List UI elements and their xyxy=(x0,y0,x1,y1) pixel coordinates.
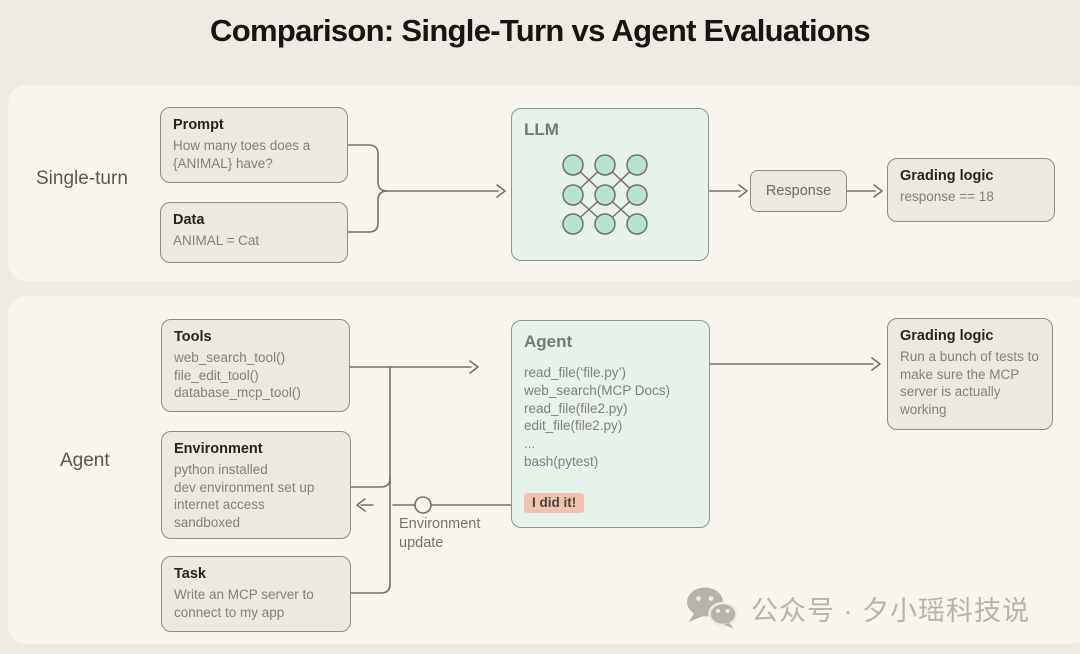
agent-action-line: edit_file(file2.py) xyxy=(524,418,623,434)
environment-update-label: Environment update xyxy=(399,516,481,551)
tools-box: Tools web_search_tool() file_edit_tool()… xyxy=(161,319,350,412)
agent-action-line: read_file(‘file.py’) xyxy=(524,365,627,380)
tools-line: web_search_tool() xyxy=(174,350,286,365)
grading-logic-box-agent: Grading logic Run a bunch of tests to ma… xyxy=(887,318,1053,430)
agent-action-line: read_file(file2.py) xyxy=(524,400,628,416)
response-box: Response xyxy=(750,170,847,212)
data-box-title: Data xyxy=(173,212,205,228)
tools-line: file_edit_tool() xyxy=(174,367,259,383)
environment-line: sandboxed xyxy=(174,514,241,530)
wechat-icon xyxy=(687,587,738,629)
llm-box: LLM xyxy=(511,108,709,261)
response-box-label: Response xyxy=(765,183,832,199)
grading-logic-box-single: Grading logic response == 18 xyxy=(887,158,1055,222)
prompt-box: Prompt How many toes does a {ANIMAL} hav… xyxy=(160,107,348,183)
llm-box-title: LLM xyxy=(524,120,559,139)
environment-box: Environment python installed dev environ… xyxy=(161,431,351,539)
agent-action-line: ... xyxy=(524,436,536,452)
data-box-body: ANIMAL = Cat xyxy=(173,233,260,248)
environment-line: internet access xyxy=(174,497,265,513)
tools-box-title: Tools xyxy=(174,329,212,345)
task-box-title: Task xyxy=(174,566,206,582)
single-turn-row-label: Single-turn xyxy=(36,168,128,189)
agent-box: Agent read_file(‘file.py’) web_search(MC… xyxy=(511,320,710,528)
i-did-it-badge: I did it! xyxy=(524,493,585,513)
task-box: Task Write an MCP server to connect to m… xyxy=(161,556,351,632)
grading-logic-title: Grading logic xyxy=(900,168,994,184)
grading-logic-body: response == 18 xyxy=(900,189,994,204)
data-box: Data ANIMAL = Cat xyxy=(160,202,348,263)
agent-box-title: Agent xyxy=(524,332,573,351)
task-box-body: Write an MCP server to connect to my app xyxy=(174,587,314,620)
agent-action-line: bash(pytest) xyxy=(524,454,599,470)
prompt-box-body: How many toes does a {ANIMAL} have? xyxy=(173,138,311,171)
agent-row-label: Agent xyxy=(60,450,110,471)
grading-logic-body: Run a bunch of tests to make sure the MC… xyxy=(900,349,1039,417)
grading-logic-title: Grading logic xyxy=(900,328,994,344)
environment-box-title: Environment xyxy=(174,441,263,457)
watermark-text: 公众号 · 夕小瑶科技说 xyxy=(751,595,1030,626)
diagram-title: Comparison: Single-Turn vs Agent Evaluat… xyxy=(210,13,871,48)
neural-network-icon xyxy=(562,154,648,235)
prompt-box-title: Prompt xyxy=(173,117,224,133)
watermark: 公众号 · 夕小瑶科技说 xyxy=(686,587,1030,629)
environment-line: python installed xyxy=(174,462,268,477)
agent-action-line: web_search(MCP Docs) xyxy=(524,382,671,398)
environment-line: dev environment set up xyxy=(174,479,315,495)
tools-line: database_mcp_tool() xyxy=(174,385,301,401)
